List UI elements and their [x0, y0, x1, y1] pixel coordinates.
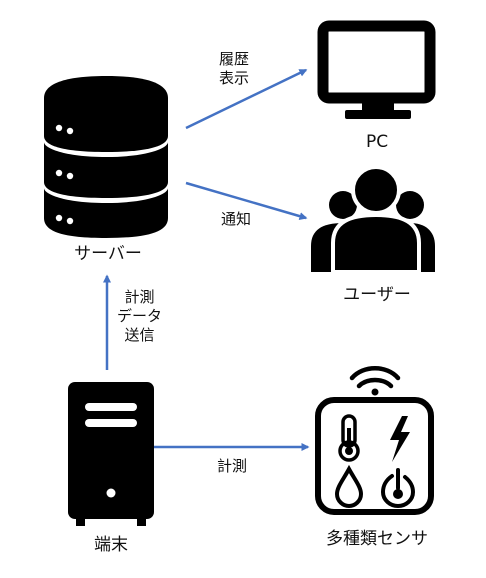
edge-label-line: 計測	[124, 288, 155, 306]
lightning-icon	[390, 416, 410, 462]
edge-label-line: 履歴	[219, 50, 250, 68]
multi-sensor-icon	[315, 366, 434, 515]
terminal-label: 端末	[94, 535, 128, 555]
power-icon	[380, 468, 416, 509]
edge-label-send-data: 計測 データ 送信	[117, 288, 162, 344]
edge-label-line: 通知	[221, 210, 252, 228]
tower-computer-icon	[68, 382, 154, 526]
edge-label-line: データ	[117, 306, 163, 325]
edge-label-notify: 通知	[221, 210, 251, 229]
monitor-icon	[317, 20, 436, 119]
edge-label-line: 表示	[219, 68, 250, 87]
arrow-server-to-users	[185, 181, 308, 221]
sensor-label: 多種類センサ	[326, 529, 428, 549]
arrow-server-to-pc	[185, 68, 308, 130]
pc-label: PC	[365, 132, 389, 152]
database-server-icon	[44, 76, 168, 238]
water-drop-icon	[334, 464, 364, 509]
edge-label-measure: 計測	[217, 457, 247, 476]
wifi-icon	[349, 366, 401, 389]
edge-label-history-display: 履歴 表示	[219, 50, 249, 88]
server-label: サーバー	[74, 244, 142, 264]
thermometer-icon	[338, 414, 360, 462]
edge-label-line: 送信	[124, 325, 155, 344]
users-label: ユーザー	[343, 285, 411, 305]
user-group-icon	[311, 165, 435, 274]
edge-label-line: 計測	[217, 457, 248, 475]
